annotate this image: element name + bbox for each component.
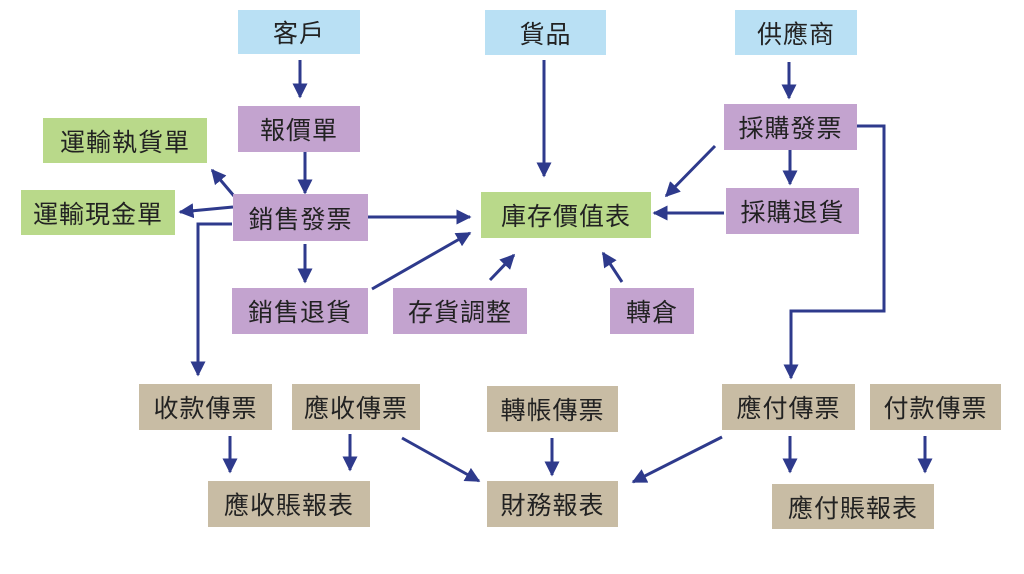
arrow-transfer-inventory — [601, 251, 624, 283]
node-inventory-value: 庫存價值表 — [481, 192, 651, 238]
node-payable-voucher: 應付傳票 — [722, 384, 855, 430]
node-stock-adjust: 存貨調整 — [393, 288, 527, 334]
node-sales-invoice: 銷售發票 — [233, 194, 368, 241]
node-sales-return: 銷售退貨 — [232, 288, 368, 334]
node-purchase-invoice: 採購發票 — [724, 104, 857, 150]
node-receivable-report: 應收賬報表 — [208, 481, 370, 527]
arrow-purchase-invoice-payable-voucher — [783, 124, 886, 380]
node-shipping-receipt: 運輸執貨單 — [43, 118, 207, 163]
arrow-receivable-voucher-financial-report — [401, 436, 481, 483]
node-payable-report: 應付賬報表 — [772, 484, 934, 529]
node-customer: 客戶 — [238, 10, 360, 54]
node-financial-report: 財務報表 — [487, 481, 618, 527]
arrow-sales-return-inventory — [371, 231, 472, 291]
arrow-payable-voucher-financial-report — [631, 435, 723, 484]
node-receivable-voucher: 應收傳票 — [292, 384, 420, 430]
node-shipping-cash: 運輸現金單 — [21, 190, 175, 235]
node-transfer: 轉倉 — [610, 288, 694, 334]
node-journal-voucher: 轉帳傳票 — [487, 386, 618, 432]
arrow-sales-invoice-shipping-receipt — [210, 168, 236, 197]
node-receipt-voucher: 收款傳票 — [139, 384, 272, 430]
arrow-sales-invoice-shipping-cash — [178, 203, 234, 219]
arrow-stock-adjust-inventory — [488, 253, 516, 282]
arrow-purchase-invoice-inventory — [664, 144, 717, 198]
arrow-sales-invoice-receipt-voucher — [190, 222, 232, 377]
node-quotation: 報價單 — [238, 106, 360, 152]
node-payment-voucher: 付款傳票 — [870, 384, 1001, 430]
node-purchase-return: 採購退貨 — [726, 188, 859, 234]
node-goods: 貨品 — [485, 10, 606, 55]
node-supplier: 供應商 — [735, 10, 857, 55]
